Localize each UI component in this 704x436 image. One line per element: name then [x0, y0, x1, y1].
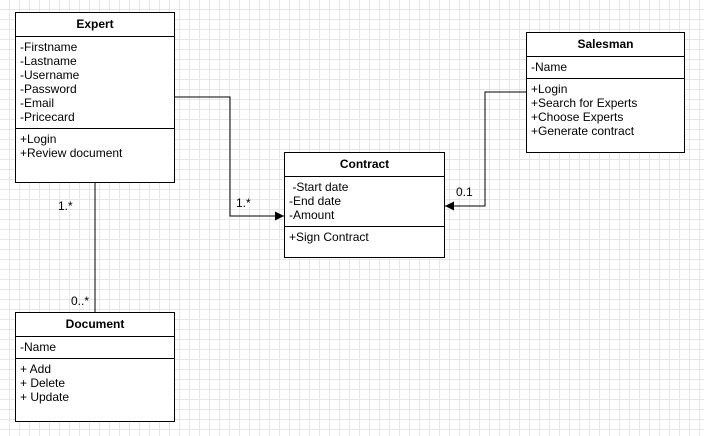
document-operation: + Add	[20, 362, 52, 376]
expert-class-name: Expert	[16, 13, 174, 37]
expert-operation: +Login	[20, 132, 57, 146]
salesman-operation: +Search for Experts	[531, 96, 638, 110]
expert-attribute: -Lastname	[20, 54, 77, 68]
multiplicity-label: 1.*	[236, 196, 251, 210]
salesman-attributes: -Name	[527, 57, 684, 78]
contract-operations: +Sign Contract	[285, 226, 444, 248]
document-attributes: -Name	[16, 337, 174, 358]
expert-attributes: -Firstname -Lastname -Username -Password…	[16, 37, 174, 128]
expert-operation: +Review document	[20, 146, 123, 160]
salesman-class-name: Salesman	[527, 33, 684, 57]
contract-attribute: -Start date	[289, 180, 349, 194]
document-operation: + Update	[20, 390, 70, 404]
salesman-operation: +Generate contract	[531, 124, 635, 138]
salesman-operation: +Choose Experts	[531, 110, 624, 124]
document-class-name: Document	[16, 313, 174, 337]
expert-attribute: -Firstname	[20, 40, 78, 54]
expert-attribute: -Pricecard	[20, 110, 75, 124]
document-operations: + Add + Delete + Update	[16, 358, 174, 408]
document-attribute: -Name	[20, 340, 57, 354]
document-class[interactable]: Document -Name + Add + Delete + Update	[15, 312, 175, 422]
salesman-contract-association[interactable]	[445, 91, 526, 211]
salesman-operations: +Login +Search for Experts +Choose Exper…	[527, 78, 684, 142]
expert-operations: +Login +Review document	[16, 128, 174, 164]
multiplicity-label: 1.*	[58, 199, 73, 213]
expert-contract-association[interactable]	[175, 96, 284, 221]
salesman-attribute: -Name	[531, 60, 568, 74]
document-operation: + Delete	[20, 376, 66, 390]
salesman-class[interactable]: Salesman -Name +Login +Search for Expert…	[526, 32, 685, 153]
multiplicity-label: 0..*	[71, 294, 90, 308]
contract-operation: +Sign Contract	[289, 230, 369, 244]
expert-attribute: -Password	[20, 82, 77, 96]
contract-class-name: Contract	[285, 153, 444, 177]
expert-class[interactable]: Expert -Firstname -Lastname -Username -P…	[15, 12, 175, 183]
contract-attribute: -Amount	[289, 208, 335, 222]
expert-attribute: -Email	[20, 96, 55, 110]
salesman-operation: +Login	[531, 82, 568, 96]
expert-attribute: -Username	[20, 68, 80, 82]
multiplicity-label: 0.1	[456, 185, 473, 199]
contract-class[interactable]: Contract -Start date -End date -Amount +…	[284, 152, 445, 258]
contract-attributes: -Start date -End date -Amount	[285, 177, 444, 226]
contract-attribute: -End date	[289, 194, 342, 208]
